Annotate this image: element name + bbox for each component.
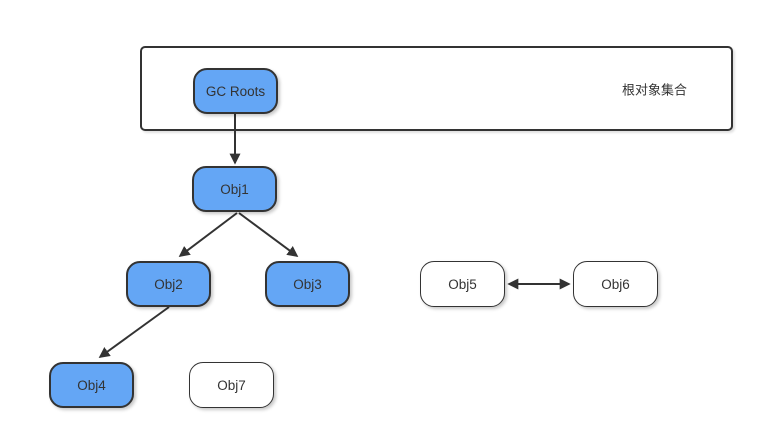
node-obj4-label: Obj4 bbox=[77, 377, 106, 393]
gc-roots-set-label: 根对象集合 bbox=[621, 82, 687, 97]
node-obj4: Obj4 bbox=[49, 362, 134, 408]
node-obj1-label: Obj1 bbox=[220, 181, 249, 197]
node-gc-roots: GC Roots bbox=[193, 68, 278, 114]
node-obj2-label: Obj2 bbox=[154, 276, 183, 292]
node-obj5-label: Obj5 bbox=[448, 276, 477, 292]
node-gc-roots-label: GC Roots bbox=[205, 83, 266, 99]
node-obj1: Obj1 bbox=[192, 166, 277, 212]
node-obj2: Obj2 bbox=[126, 261, 211, 307]
node-obj5: Obj5 bbox=[420, 261, 505, 307]
edge-obj1-obj3 bbox=[238, 212, 299, 257]
node-obj7-label: Obj7 bbox=[217, 377, 246, 393]
node-obj3-label: Obj3 bbox=[293, 276, 322, 292]
node-obj6: Obj6 bbox=[573, 261, 658, 307]
edge-obj1-obj2 bbox=[178, 212, 238, 257]
node-obj3: Obj3 bbox=[265, 261, 350, 307]
edge-obj2-obj4 bbox=[98, 306, 170, 358]
node-obj6-label: Obj6 bbox=[601, 276, 630, 292]
node-obj7: Obj7 bbox=[189, 362, 274, 408]
